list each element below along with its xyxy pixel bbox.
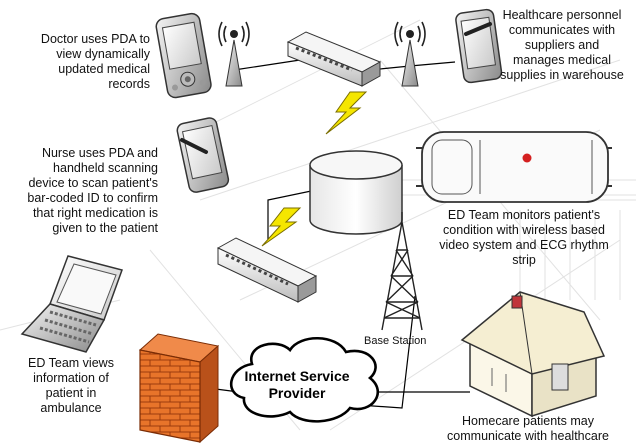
radio-tower-icon [381,212,423,331]
lightning-icon [325,91,368,135]
ambulance-icon [416,131,612,203]
pda-icon [455,8,503,84]
nurse-caption: Nurse uses PDA and handheld scanning dev… [27,146,158,235]
house-icon [460,291,606,418]
wifi-antenna-icon [394,21,426,87]
pda-icon [155,12,212,99]
stylus-icon [464,22,492,36]
ed-views-caption: ED Team views information of patient in … [28,356,114,415]
firewall-icon [138,333,220,444]
stylus-icon [180,138,208,154]
base-station-label: Base Station [364,335,427,347]
wifi-antenna-icon [218,21,250,87]
cloud-icon [229,337,379,423]
homecare-caption: Homecare patients may communicate with h… [447,414,609,443]
healthcare-personnel-caption: Healthcare personnel communicates with s… [500,8,624,82]
database-icon [309,150,403,235]
lightning-icon [261,207,302,247]
network-switch-icon [286,31,382,87]
laptop-icon [20,255,123,353]
doctor-caption: Doctor uses PDA to view dynamically upda… [40,32,150,91]
isp-label: Internet Service Provider [244,368,350,401]
network-switch-icon [216,237,318,303]
ed-monitor-caption: ED Team monitors patient's condition wit… [439,208,609,267]
pda-icon [176,117,230,193]
